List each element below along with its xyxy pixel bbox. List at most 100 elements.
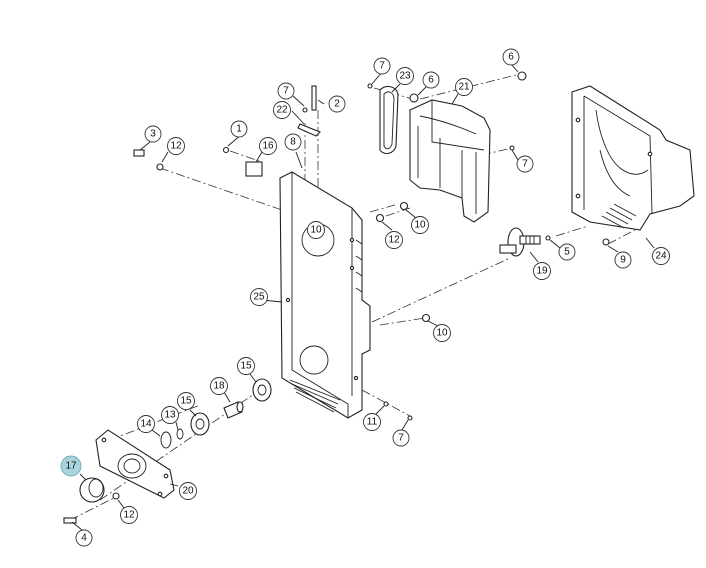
svg-text:12: 12: [170, 141, 182, 152]
callout-7-pin: 7: [277, 82, 295, 100]
svg-text:25: 25: [253, 292, 265, 303]
svg-text:3: 3: [150, 129, 156, 140]
callout-9: 9: [614, 251, 632, 269]
svg-text:22: 22: [276, 105, 288, 116]
svg-text:10: 10: [310, 225, 322, 236]
svg-text:21: 21: [458, 82, 470, 93]
bolt-3: [133, 149, 145, 157]
nut-6a: [517, 71, 527, 81]
callout-14: 14: [137, 415, 155, 433]
small-hardware: [63, 71, 610, 524]
svg-text:12: 12: [123, 510, 135, 521]
svg-text:9: 9: [620, 255, 626, 266]
svg-text:24: 24: [655, 251, 667, 262]
callout-16: 16: [259, 137, 277, 155]
bushing-18: [223, 401, 244, 419]
callout-10-plate: 10: [307, 221, 325, 239]
screw-5: [545, 235, 551, 241]
callout-10-upper: 10: [411, 216, 429, 234]
callout-3: 3: [144, 125, 162, 143]
callout-25: 25: [250, 288, 268, 306]
screw-1: [222, 146, 230, 154]
bracket-21: [409, 99, 491, 223]
callout-12-bottom: 12: [120, 506, 138, 524]
bearing-15b: [190, 412, 210, 436]
callout-10-lower: 10: [433, 324, 451, 342]
washer-12c: [112, 492, 120, 500]
svg-text:1: 1: [236, 124, 242, 135]
callout-8: 8: [284, 133, 302, 151]
nut-10a: [399, 201, 409, 211]
callout-7-top-gasket: 7: [373, 57, 391, 75]
svg-text:19: 19: [536, 266, 548, 277]
nut-9: [602, 238, 610, 246]
svg-text:10: 10: [436, 328, 448, 339]
svg-text:6: 6: [428, 75, 434, 86]
svg-text:10: 10: [414, 220, 426, 231]
clip-22: [297, 123, 321, 137]
callout-15-lower: 15: [177, 392, 195, 410]
ring-13: [176, 428, 184, 440]
gasket-23: [379, 85, 399, 155]
leader-lines: [71, 63, 655, 531]
cap-17: [79, 477, 105, 503]
washer-12a: [156, 163, 164, 171]
svg-text:7: 7: [522, 159, 528, 170]
screw-7d: [407, 415, 413, 421]
callout-13: 13: [161, 406, 179, 424]
svg-text:2: 2: [334, 99, 340, 110]
screw-7b: [509, 145, 515, 151]
washer-12b: [375, 213, 385, 223]
callout-19: 19: [533, 262, 551, 280]
shaft-19: [499, 227, 541, 257]
callout-11: 11: [363, 413, 381, 431]
callout-12-plate: 12: [385, 231, 403, 249]
callout-1: 1: [230, 120, 248, 138]
nut-11: [383, 401, 389, 407]
svg-text:20: 20: [182, 486, 194, 497]
callout-23: 23: [396, 67, 414, 85]
oring-14: [160, 431, 172, 449]
callout-20: 20: [179, 482, 197, 500]
svg-text:6: 6: [508, 52, 514, 63]
callout-5: 5: [558, 243, 576, 261]
callout-4: 4: [75, 529, 93, 547]
svg-text:4: 4: [81, 533, 87, 544]
svg-text:12: 12: [388, 235, 400, 246]
callout-15-upper: 15: [237, 357, 255, 375]
bolt-4: [63, 517, 77, 524]
svg-text:14: 14: [140, 419, 152, 430]
callout-7-bottom: 7: [392, 429, 410, 447]
callout-12-left: 12: [167, 137, 185, 155]
main-plate-25: [279, 171, 371, 419]
svg-text:8: 8: [290, 137, 296, 148]
pin-2: [311, 85, 317, 111]
svg-text:15: 15: [240, 361, 252, 372]
svg-text:15: 15: [180, 396, 192, 407]
nut-10b: [421, 313, 431, 323]
nut-6b: [409, 93, 419, 103]
callout-24: 24: [652, 247, 670, 265]
callout-18: 18: [210, 377, 228, 395]
svg-text:7: 7: [283, 86, 289, 97]
svg-text:5: 5: [564, 247, 570, 258]
cover-20: [95, 429, 175, 499]
callout-2: 2: [328, 95, 346, 113]
callout-21: 21: [455, 78, 473, 96]
callout-7-bracket: 7: [516, 155, 534, 173]
svg-text:11: 11: [367, 417, 378, 428]
svg-text:23: 23: [399, 71, 411, 82]
callout-17-highlighted[interactable]: 17: [60, 455, 82, 477]
screw-7c: [302, 107, 308, 113]
svg-text:17: 17: [65, 461, 77, 472]
svg-text:16: 16: [262, 141, 274, 152]
svg-text:13: 13: [164, 410, 176, 421]
housing-24: [571, 85, 695, 231]
svg-text:7: 7: [398, 433, 404, 444]
connector-16: [245, 161, 263, 177]
callout-6-bracket: 6: [422, 71, 440, 89]
svg-text:18: 18: [213, 381, 225, 392]
callout-22: 22: [273, 101, 291, 119]
